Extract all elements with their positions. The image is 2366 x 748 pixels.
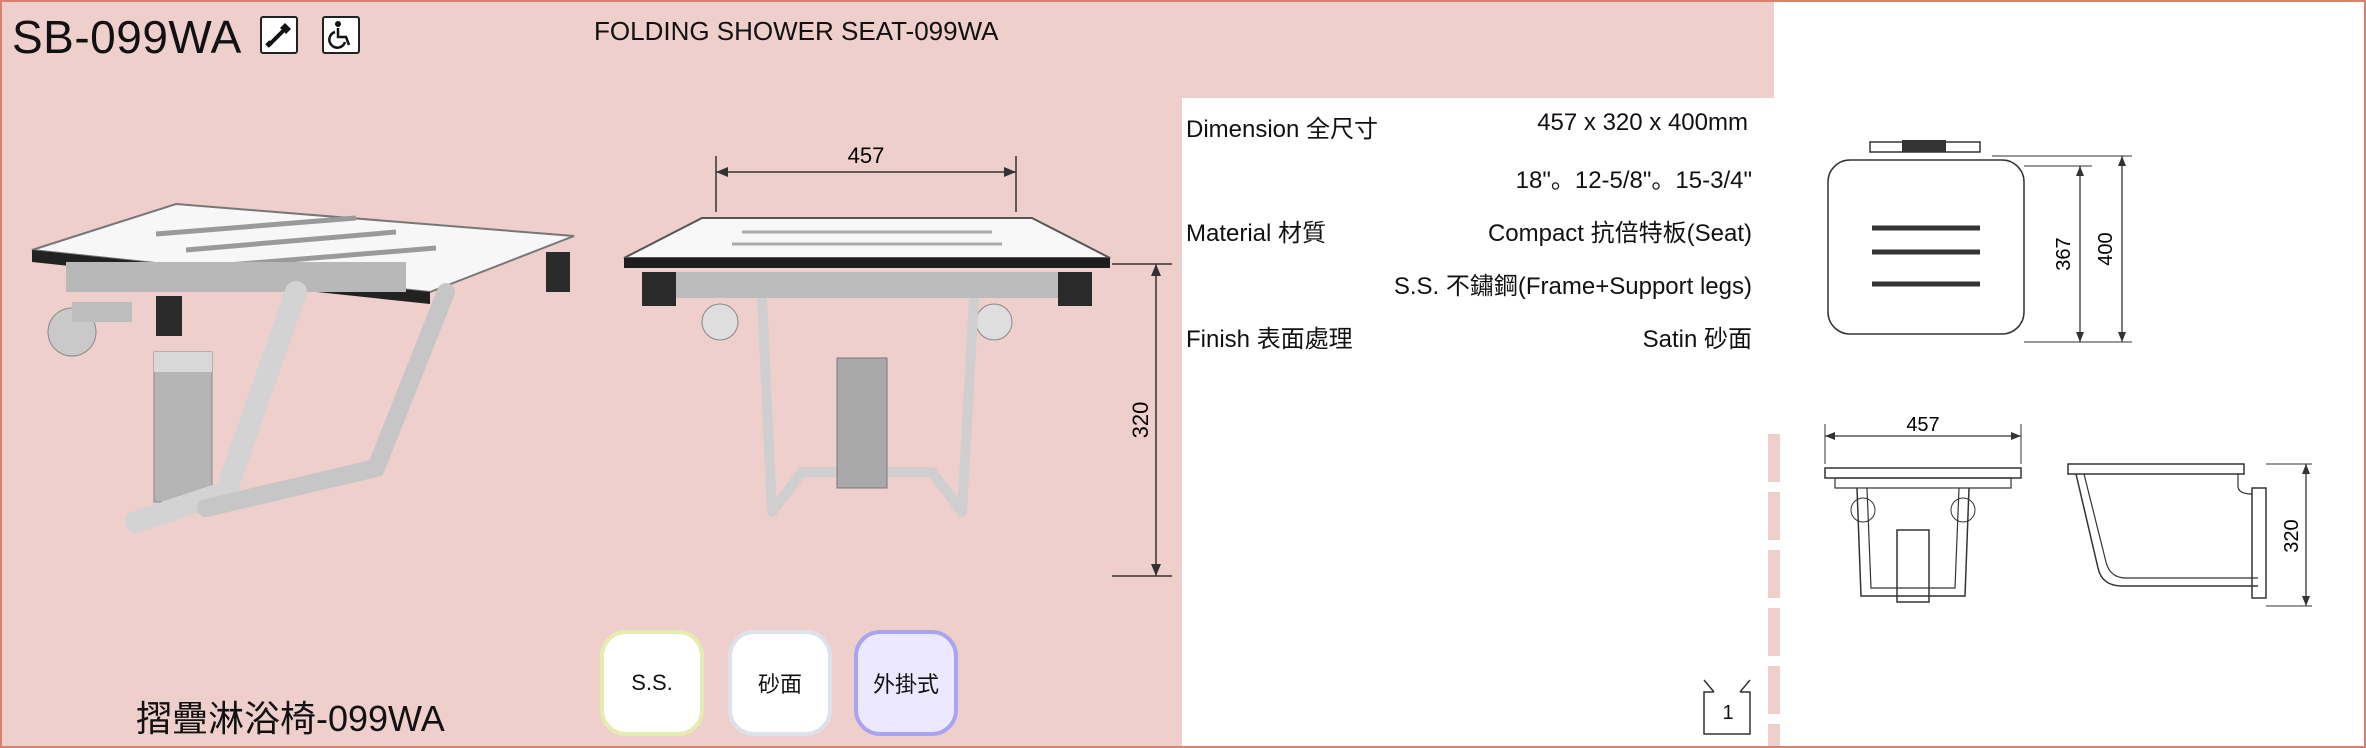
material-label: Material 材質 xyxy=(1186,220,1327,247)
dimension-label: Dimension 全尺寸 xyxy=(1186,116,1379,143)
top-total-label: 400 xyxy=(2095,232,2117,265)
front-height-label: 320 xyxy=(1128,402,1153,439)
front-width-label: 457 xyxy=(848,143,885,168)
dimension-mm-value: 457 x 320 x 400mm xyxy=(1537,109,1748,136)
dimension-inch-value: 18"。12-5/8"。15-3/4" xyxy=(1515,167,1752,194)
product-photo-perspective xyxy=(31,202,575,533)
dashed-divider xyxy=(1768,434,1780,746)
material-seat-value: Compact 抗倍特板(Seat) xyxy=(1487,220,1752,247)
feature-badge-mounting: 外掛式 xyxy=(854,630,958,736)
finish-label: Finish 表面處理 xyxy=(1186,326,1353,353)
product-title-chinese: 摺疊淋浴椅-099WA xyxy=(136,698,445,739)
page-number: 1 xyxy=(1722,702,1734,724)
top-depth-label: 367 xyxy=(2053,237,2075,270)
technical-drawing-front-view: 457 xyxy=(1824,414,2022,603)
feature-badge-finish: 砂面 xyxy=(728,630,832,736)
page-marker xyxy=(1703,679,1751,735)
feature-badge-stainless: S.S. xyxy=(600,630,704,736)
finish-value: Satin 砂面 xyxy=(1642,326,1752,353)
screwdriver-icon xyxy=(260,16,298,54)
model-number: SB-099WA xyxy=(12,11,242,63)
product-title-english: FOLDING SHOWER SEAT-099WA xyxy=(594,16,999,46)
side-height-label: 320 xyxy=(2281,519,2303,552)
front-view-width-label: 457 xyxy=(1906,414,1939,436)
material-frame-value: S.S. 不鏽鋼(Frame+Support legs) xyxy=(1393,273,1752,300)
technical-drawing-side-view: 320 xyxy=(2067,463,2312,607)
product-photo-front: 457 320 xyxy=(623,143,1172,577)
wheelchair-icon xyxy=(322,16,360,54)
technical-drawing-top-view: 367 400 xyxy=(1827,140,2132,343)
